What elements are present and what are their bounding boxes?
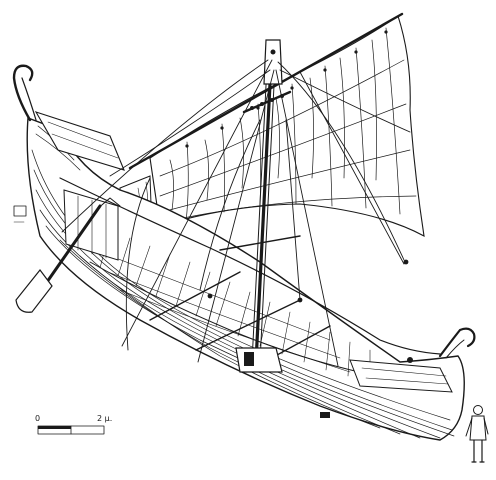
hull [12, 64, 476, 441]
steering-oar [15, 197, 121, 313]
scale-end-label: 2 μ. [97, 414, 112, 423]
scale-bar: 0 2 μ. [35, 414, 112, 435]
human-scale-figure [465, 405, 489, 463]
section-marker [13, 205, 27, 223]
scale-start-label: 0 [35, 414, 40, 423]
mast-rigging [61, 39, 411, 373]
